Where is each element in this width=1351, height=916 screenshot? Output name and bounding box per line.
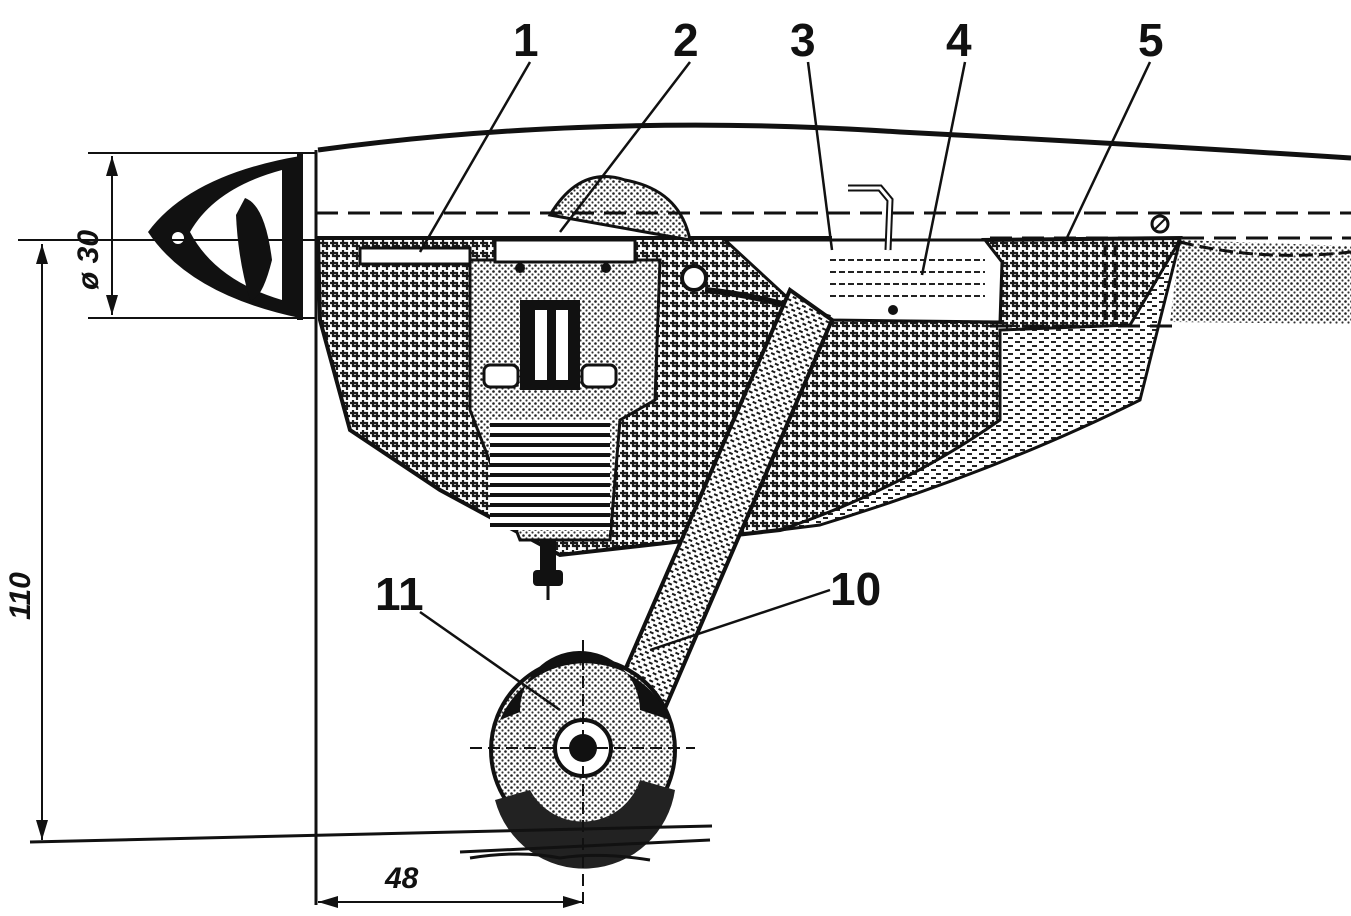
tank-cap bbox=[547, 175, 692, 242]
callout-1: 1 bbox=[513, 14, 539, 66]
offset-dimension: 48 bbox=[384, 862, 419, 895]
height-dimension: 110 bbox=[4, 572, 37, 620]
tail-boom bbox=[1170, 240, 1351, 324]
callout-11: 11 bbox=[375, 568, 424, 620]
callout-2: 2 bbox=[673, 14, 699, 66]
callout-3: 3 bbox=[790, 14, 816, 66]
callout-10: 10 bbox=[830, 563, 881, 615]
callout-4: 4 bbox=[946, 14, 972, 66]
rear-fairing bbox=[779, 239, 1182, 532]
diameter-dimension: ø 30 bbox=[72, 230, 105, 290]
wheel bbox=[470, 640, 695, 905]
fuselage-outline bbox=[317, 122, 1351, 161]
callout-5: 5 bbox=[1138, 14, 1164, 66]
